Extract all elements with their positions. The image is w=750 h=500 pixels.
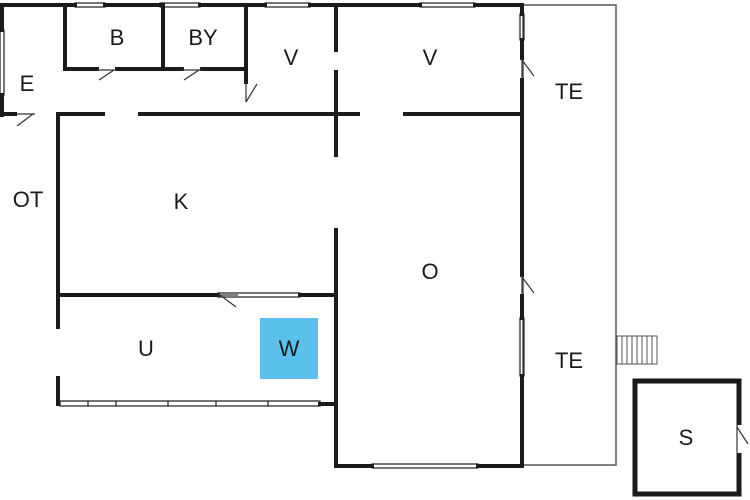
terrace-outline [522, 4, 617, 466]
room-label-terrace-bot: TE [555, 348, 583, 373]
washer-highlight [260, 318, 318, 379]
room-label-bedroom-2: V [423, 45, 438, 70]
room-label-laundry: BY [188, 25, 218, 50]
room-label-terrace-top: TE [555, 79, 583, 104]
room-label-entrance: E [20, 71, 35, 96]
walls [0, 3, 524, 468]
room-label-utility: U [138, 336, 154, 361]
room-label-washer: W [279, 336, 300, 361]
room-label-living: O [421, 259, 438, 284]
doors [16, 58, 535, 308]
room-label-outdoor: OT [13, 187, 44, 212]
room-label-bedroom-1: V [284, 45, 299, 70]
room-label-kitchen: K [174, 189, 189, 214]
room-label-bath: B [110, 25, 125, 50]
windows [0, 2, 525, 469]
shed [632, 378, 749, 497]
room-label-shed: S [679, 425, 694, 450]
stairs [616, 335, 658, 365]
